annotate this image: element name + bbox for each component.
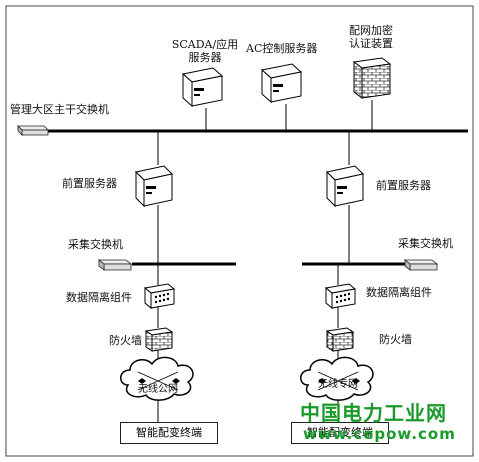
- front-server-right-icon: [325, 165, 365, 208]
- backbone-switch-label: 管理大区主干交换机: [10, 103, 109, 116]
- cloud-left-icon: [120, 356, 194, 401]
- terminal-right-label: 智能配变终端: [307, 426, 373, 439]
- isolation-left-label: 数据隔离组件: [66, 291, 132, 304]
- isolation-left-icon: [143, 283, 176, 310]
- firewall-left-label: 防火墙: [109, 334, 142, 347]
- isolation-right-label: 数据隔离组件: [366, 286, 432, 299]
- cloud-right-label: 无线专网: [318, 379, 358, 390]
- scada-server-label: SCADA/应用 服务器: [171, 38, 239, 64]
- backbone-switch-icon: [17, 125, 49, 136]
- scada-server-icon: [181, 67, 224, 108]
- crypto-device-icon: [352, 57, 392, 99]
- terminal-left-box: 智能配变终端: [120, 422, 218, 444]
- collect-switch-left-icon: [97, 259, 133, 271]
- ac-server-label: AC控制服务器: [246, 42, 318, 55]
- front-server-right-label: 前置服务器: [376, 179, 431, 192]
- firewall-right-label: 防火墙: [379, 333, 412, 346]
- diagram-border: [5, 5, 474, 457]
- terminal-left-label: 智能配变终端: [136, 426, 202, 439]
- crypto-device-label: 配网加密 认证装置: [349, 24, 393, 50]
- cloud-left-label: 无线公网: [138, 384, 178, 395]
- firewall-left-icon: [144, 327, 174, 352]
- ac-server-icon: [260, 63, 303, 104]
- watermark-url: www.cepow.com: [303, 425, 456, 443]
- cloud-right-icon: [300, 356, 374, 401]
- front-server-left-icon: [134, 165, 174, 208]
- watermark-title: 中国电力工业网: [300, 401, 447, 425]
- collect-switch-right-icon: [403, 259, 439, 271]
- collect-switch-left-label: 采集交换机: [68, 238, 123, 251]
- terminal-right-box: 智能配变终端: [291, 422, 389, 444]
- collect-switch-right-label: 采集交换机: [398, 237, 453, 250]
- firewall-right-icon: [325, 327, 355, 352]
- isolation-right-icon: [324, 283, 357, 310]
- front-server-left-label: 前置服务器: [62, 177, 117, 190]
